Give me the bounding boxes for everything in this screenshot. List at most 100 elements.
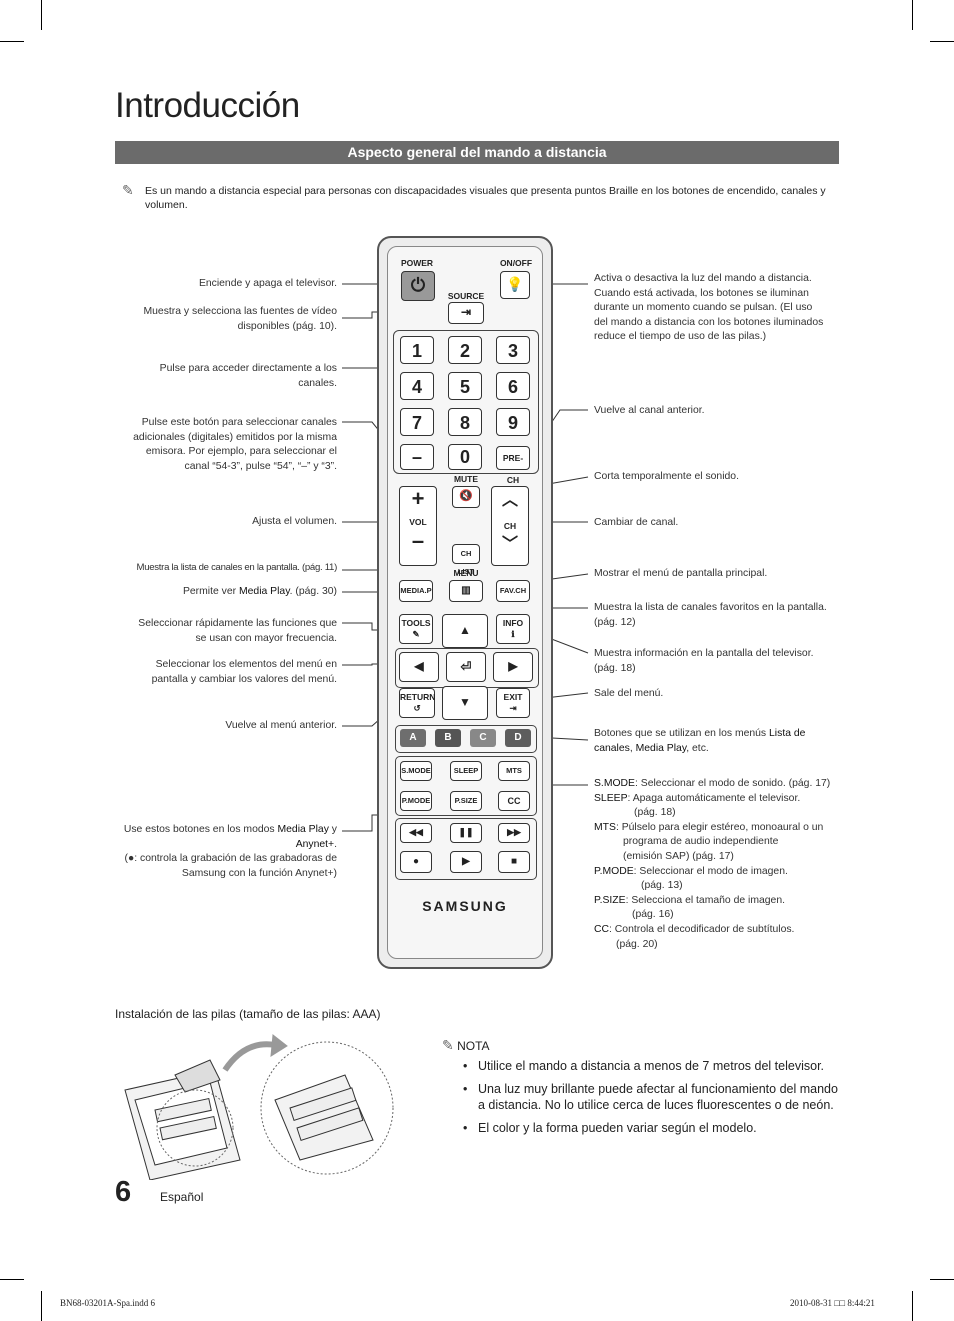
arrow-left-icon: ◀ xyxy=(414,659,424,673)
dash-button[interactable]: – xyxy=(400,444,434,470)
playback-group xyxy=(395,818,537,880)
digit-7-button[interactable]: 7 xyxy=(400,408,434,436)
crop-mark xyxy=(912,0,913,30)
digit-4-button[interactable]: 4 xyxy=(400,372,434,400)
mts-button[interactable]: MTS xyxy=(498,761,530,781)
cc-button[interactable]: CC xyxy=(498,791,530,811)
pencil-icon: ✎ xyxy=(442,1037,454,1053)
exit-icon: ⇥ xyxy=(509,703,517,713)
arrow-up-icon: ▲ xyxy=(459,623,471,637)
chlist-button[interactable]: CH LIST xyxy=(452,544,480,576)
label-numbers: Pulse para acceder directamente a los ca… xyxy=(159,363,337,389)
power-button[interactable]: ⏻ xyxy=(401,271,435,301)
play-button[interactable]: ▶ xyxy=(450,851,482,873)
digit-2-button[interactable]: 2 xyxy=(448,336,482,364)
onoff-button[interactable]: 💡 xyxy=(500,271,530,299)
arrow-right-icon: ▶ xyxy=(508,659,518,673)
label-onoff: Activa o desactiva la luz del mando a di… xyxy=(594,273,824,343)
stop-button[interactable]: ■ xyxy=(498,851,530,873)
sleep-button[interactable]: SLEEP xyxy=(450,761,482,781)
pencil-icon: ✎ xyxy=(122,182,134,198)
b-button[interactable]: B xyxy=(435,729,461,747)
psize-button[interactable]: P.SIZE xyxy=(450,791,482,811)
tools-label: TOOLS xyxy=(401,618,431,628)
label-dash: Pulse este botón para seleccionar canale… xyxy=(133,417,337,472)
return-label: RETURN xyxy=(400,692,436,702)
label-chlist: Muestra la lista de canales en la pantal… xyxy=(136,562,338,573)
volume-up-icon: + xyxy=(411,486,425,511)
play-icon: ▶ xyxy=(462,856,470,867)
crop-mark xyxy=(930,41,954,42)
prech-button[interactable]: PRE-CH xyxy=(496,446,530,485)
footer-timestamp: 2010-08-31 □□ 8:44:21 xyxy=(790,1298,875,1308)
d-button[interactable]: D xyxy=(505,729,531,747)
digit-3-button[interactable]: 3 xyxy=(496,336,530,364)
digit-5-button[interactable]: 5 xyxy=(448,372,482,400)
menu-label: MENU xyxy=(453,568,479,578)
label-menu: Mostrar el menú de pantalla principal. xyxy=(594,568,768,579)
crop-mark xyxy=(0,1279,24,1280)
volume-down-icon: – xyxy=(411,528,425,553)
tools-icon: ✎ xyxy=(412,629,420,639)
channel-rocker[interactable]: ︿ CH ﹀ xyxy=(491,486,529,566)
fast-forward-button[interactable]: ▶▶ xyxy=(498,823,530,843)
ch-label: CH xyxy=(503,521,517,531)
number-pad xyxy=(393,330,539,474)
source-button[interactable]: ⇥ xyxy=(448,302,484,324)
lightbulb-icon: 💡 xyxy=(506,276,524,292)
battery-heading: Instalación de las pilas (tamaño de las … xyxy=(115,1007,381,1021)
label-info: Muestra información en la pantalla del t… xyxy=(594,648,814,674)
remote-control: POWER ⏻ ON/OFF 💡 SOURCE ⇥ 1 2 3 4 5 6 7 … xyxy=(377,236,553,969)
favch-button[interactable]: FAV.CH xyxy=(496,580,530,602)
down-button[interactable]: ▼ xyxy=(442,686,488,720)
return-icon: ↺ xyxy=(413,703,421,713)
channel-up-icon: ︿ xyxy=(501,492,518,509)
digit-8-button[interactable]: 8 xyxy=(448,408,482,436)
label-favch: Muestra la lista de canales favoritos en… xyxy=(594,602,827,628)
record-button[interactable]: ● xyxy=(400,851,432,873)
label-abcd: Botones que se utilizan en los menús Lis… xyxy=(594,728,806,754)
digit-9-button[interactable]: 9 xyxy=(496,408,530,436)
c-button[interactable]: C xyxy=(470,729,496,747)
pause-button[interactable]: ❚❚ xyxy=(450,823,482,843)
power-icon: ⏻ xyxy=(410,275,426,295)
return-button[interactable]: RETURN↺ xyxy=(399,688,435,718)
rewind-button[interactable]: ◀◀ xyxy=(400,823,432,843)
a-button[interactable]: A xyxy=(400,729,426,747)
footer-file: BN68-03201A-Spa.indd 6 xyxy=(60,1298,155,1308)
mute-button[interactable]: 🔇 xyxy=(452,486,480,508)
enter-button[interactable]: ⏎ xyxy=(446,652,486,682)
label-ch: Cambiar de canal. xyxy=(594,517,679,528)
exit-button[interactable]: EXIT⇥ xyxy=(496,688,530,718)
language-label: Español xyxy=(160,1190,204,1204)
function-keys-group xyxy=(395,756,537,816)
label-exit: Sale del menú. xyxy=(594,688,664,699)
digit-1-button[interactable]: 1 xyxy=(400,336,434,364)
stop-icon: ■ xyxy=(510,856,518,867)
crop-mark xyxy=(0,41,24,42)
up-button[interactable]: ▲ xyxy=(442,614,488,648)
crop-mark xyxy=(912,1291,913,1321)
left-button[interactable]: ◀ xyxy=(399,652,439,682)
intro-note-text: Es un mando a distancia especial para pe… xyxy=(145,185,826,211)
list-item: Una luz muy brillante puede afectar al f… xyxy=(463,1081,843,1114)
crop-mark xyxy=(930,1279,954,1280)
exit-label: EXIT xyxy=(503,692,523,702)
mute-icon: 🔇 xyxy=(459,490,473,502)
callout-lines xyxy=(342,283,589,875)
right-button[interactable]: ▶ xyxy=(493,652,533,682)
label-return: Vuelve al menú anterior. xyxy=(225,720,337,731)
smode-button[interactable]: S.MODE xyxy=(400,761,432,781)
menu-button[interactable]: ▥ xyxy=(449,580,483,602)
digit-0-button[interactable]: 0 xyxy=(448,444,482,470)
color-keys-group xyxy=(395,725,537,753)
tools-button[interactable]: TOOLS✎ xyxy=(399,614,433,644)
battery-illustration xyxy=(124,1034,394,1180)
volume-rocker[interactable]: + VOL – xyxy=(399,486,437,566)
digit-6-button[interactable]: 6 xyxy=(496,372,530,400)
onoff-label: ON/OFF xyxy=(499,258,533,268)
pmode-button[interactable]: P.MODE xyxy=(400,791,432,811)
mediap-button[interactable]: MEDIA.P xyxy=(399,580,433,602)
crop-mark xyxy=(41,1291,42,1321)
